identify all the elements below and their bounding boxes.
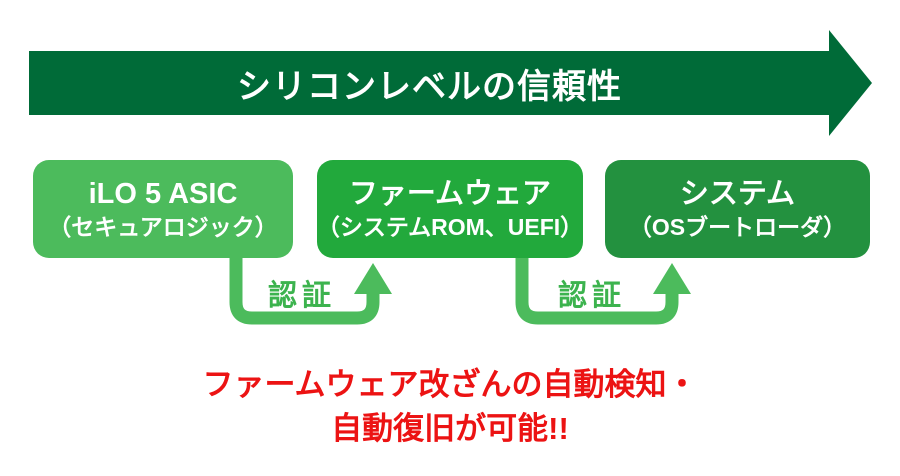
box-title: iLO 5 ASIC [88,178,238,211]
up-arrow-icon [653,263,691,294]
auth-connector-2 [515,250,691,325]
box-title: ファームウェア [348,178,552,211]
auth-connector-1-path [229,250,380,325]
auth-connector-2-path [515,250,679,325]
box-subtitle: （OSブートローダ） [628,213,847,240]
banner-title: シリコンレベルの信頼性 [237,67,622,106]
box-system: システム （OSブートローダ） [605,160,870,258]
footnote: ファームウェア改ざんの自動検知・ 自動復旧が可能!! [0,363,900,451]
footnote-line1: ファームウェア改ざんの自動検知・ [202,367,698,402]
footnote-line2: 自動復旧が可能!! [331,411,569,446]
up-arrow-icon [354,263,392,294]
auth-label-2: 認証 [558,280,627,312]
auth-label-1: 認証 [268,280,337,312]
box-firmware: ファームウェア （システムROM、UEFI） [317,160,583,258]
auth-connector-1 [229,250,392,325]
box-subtitle: （セキュアロジック） [48,213,278,240]
box-ilo5-asic: iLO 5 ASIC （セキュアロジック） [33,160,293,258]
banner-arrow-body: シリコンレベルの信頼性 [29,51,830,115]
box-subtitle: （システムROM、UEFI） [316,213,584,240]
box-title: システム [679,178,796,211]
